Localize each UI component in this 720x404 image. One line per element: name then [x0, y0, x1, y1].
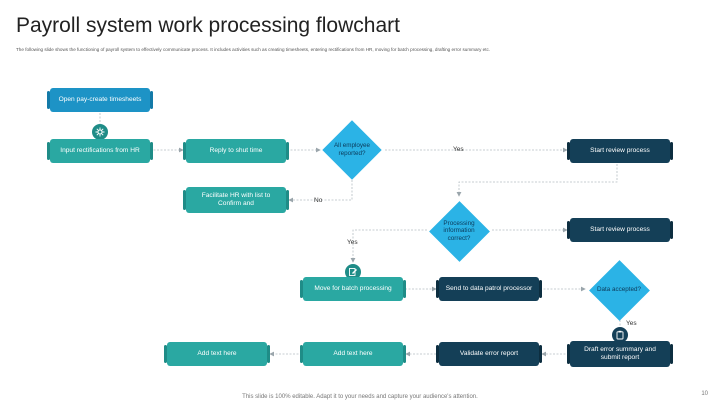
node-input-rectifications: Input rectifications from HR: [47, 139, 153, 163]
page-subtitle: The following slide shows the functionin…: [16, 47, 491, 52]
node-start-review-1: Start review process: [567, 139, 673, 163]
node-add-text-1: Add text here: [300, 342, 406, 366]
clipboard-icon: [612, 327, 628, 343]
node-send-data-patrol: Send to data patrol processor: [436, 277, 542, 301]
edge-label-no: No: [314, 197, 323, 204]
edge-label-yes: Yes: [347, 239, 358, 246]
edit-document-icon: [345, 264, 361, 280]
node-reply-shut-time: Reply to shut time: [183, 139, 289, 163]
decision-data-accepted: Data accepted?: [588, 259, 650, 321]
decision-processing-correct: Processing information correct?: [428, 200, 490, 262]
gear-network-icon: [92, 124, 108, 140]
node-move-batch: Move for batch processing: [300, 277, 406, 301]
node-facilitate-hr: Facilitate HR with list to Confirm and: [183, 187, 289, 213]
edge-label-yes: Yes: [626, 320, 637, 327]
node-open-timesheets: Open pay-create timesheets: [47, 88, 153, 112]
edge-decision2-yes: [350, 229, 427, 263]
edge-review-to-decision2: [456, 164, 618, 197]
decision-label: Data accepted?: [596, 286, 642, 294]
node-add-text-2: Add text here: [164, 342, 270, 366]
page-title: Payroll system work processing flowchart: [16, 14, 400, 37]
node-validate-error-report: Validate error report: [436, 342, 542, 366]
footer-note: This slide is 100% editable. Adapt it to…: [242, 394, 478, 400]
decision-label: Processing information correct?: [443, 219, 475, 242]
decision-all-employee-reported: All employee reported?: [322, 120, 382, 180]
edge-label-yes: Yes: [453, 146, 464, 153]
node-draft-error-summary: Draft error summary and submit report: [567, 341, 673, 367]
decision-label: All employee reported?: [333, 142, 371, 157]
page-number: 10: [701, 391, 708, 397]
node-start-review-2: Start review process: [567, 218, 673, 242]
